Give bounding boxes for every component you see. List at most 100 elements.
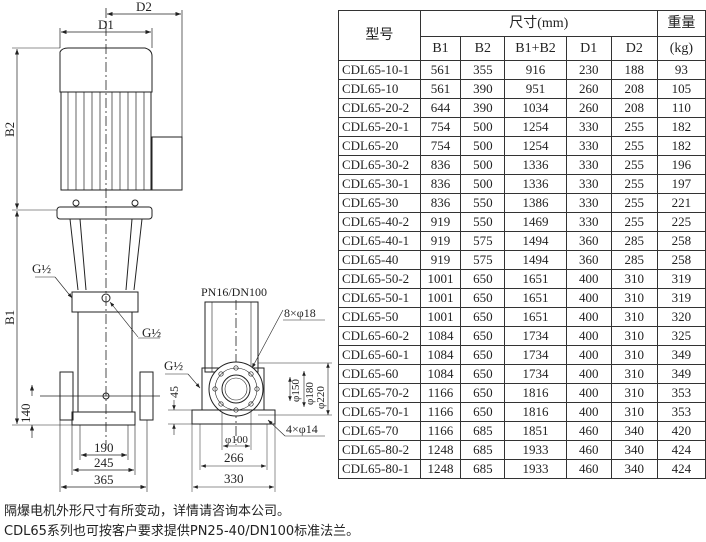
phi100-label: φ100 xyxy=(225,434,248,446)
side-view: PN16/DN100 8×φ18 φ150 φ180 φ220 G½ 45 4×… xyxy=(164,285,332,492)
cell-weight: 320 xyxy=(656,307,706,327)
cell-d1: 400 xyxy=(565,383,612,403)
dim-190-label: 190 xyxy=(94,440,114,455)
cell-b1-b2: 1469 xyxy=(504,212,567,232)
cell-d2: 285 xyxy=(610,250,658,270)
bolt-holes-label: 8×φ18 xyxy=(284,306,316,320)
col-header-b2: B2 xyxy=(460,36,506,61)
cell-b1-b2: 1933 xyxy=(504,459,567,479)
dim-266-label: 266 xyxy=(224,450,244,465)
cell-weight: 93 xyxy=(656,60,706,80)
g-side-label: G½ xyxy=(164,358,183,373)
dim-330-label: 330 xyxy=(224,471,244,486)
cell-b1-b2: 1386 xyxy=(504,193,567,213)
cell-weight: 319 xyxy=(656,269,706,289)
cell-b1: 561 xyxy=(419,79,462,99)
side-base xyxy=(191,409,276,425)
cell-d1: 330 xyxy=(565,117,612,137)
cell-d2: 340 xyxy=(610,459,658,479)
cell-b2: 355 xyxy=(460,60,506,80)
dim-45-label: 45 xyxy=(167,386,181,398)
cell-b1-b2: 1494 xyxy=(504,231,567,251)
cell-d2: 310 xyxy=(610,364,658,384)
cell-weight: 420 xyxy=(656,421,706,441)
bolt-right xyxy=(131,199,139,207)
cell-d1: 460 xyxy=(565,459,612,479)
cell-weight: 258 xyxy=(656,231,706,251)
pump-column xyxy=(77,311,133,413)
cell-b2: 500 xyxy=(460,117,506,137)
dim-245-label: 245 xyxy=(94,455,114,470)
cell-b2: 575 xyxy=(460,250,506,270)
cell-b1: 1084 xyxy=(419,326,462,346)
cell-weight: 197 xyxy=(656,174,706,194)
cell-b1: 836 xyxy=(419,193,462,213)
cell-b1-b2: 1494 xyxy=(504,250,567,270)
cell-b1: 644 xyxy=(419,98,462,118)
cell-d1: 330 xyxy=(565,174,612,194)
g-top-label: G½ xyxy=(32,261,51,276)
cell-b2: 650 xyxy=(460,307,506,327)
cell-weight: 182 xyxy=(656,117,706,137)
d1-label: D1 xyxy=(98,17,114,32)
cell-d1: 400 xyxy=(565,345,612,365)
col-header-b1-b2: B1+B2 xyxy=(504,36,567,61)
drain-plug xyxy=(102,392,110,400)
cell-b1: 1248 xyxy=(419,459,462,479)
motor-cap xyxy=(59,47,153,93)
weight-header: 重量 xyxy=(656,9,706,38)
cell-d1: 400 xyxy=(565,288,612,308)
motor-body xyxy=(60,91,152,191)
cell-model: CDL65-60-1 xyxy=(338,345,421,365)
cell-d2: 310 xyxy=(610,269,658,289)
cell-model: CDL65-70-2 xyxy=(338,383,421,403)
cell-b1: 1248 xyxy=(419,440,462,460)
weight-unit: (kg) xyxy=(656,36,706,61)
cell-model: CDL65-80-2 xyxy=(338,440,421,460)
cell-b2: 500 xyxy=(460,155,506,175)
cell-d1: 260 xyxy=(565,98,612,118)
cell-model: CDL65-40 xyxy=(338,250,421,270)
cell-b1: 1001 xyxy=(419,269,462,289)
cell-d2: 255 xyxy=(610,155,658,175)
cell-d2: 310 xyxy=(610,307,658,327)
cell-weight: 325 xyxy=(656,326,706,346)
cell-d1: 330 xyxy=(565,155,612,175)
cell-d2: 255 xyxy=(610,136,658,156)
front-view: D2 D1 B2 B1 140 G½ G½ 190 245 365 xyxy=(2,0,183,492)
cell-d1: 400 xyxy=(565,326,612,346)
cell-b2: 550 xyxy=(460,193,506,213)
cell-b1: 1084 xyxy=(419,345,462,365)
dimension-header: 尺寸(mm) xyxy=(419,9,658,38)
cell-weight: 424 xyxy=(656,459,706,479)
cell-b2: 685 xyxy=(460,440,506,460)
cell-b1-b2: 1034 xyxy=(504,98,567,118)
cell-b1-b2: 1816 xyxy=(504,402,567,422)
cell-model: CDL65-10 xyxy=(338,79,421,99)
cell-weight: 196 xyxy=(656,155,706,175)
cell-d1: 230 xyxy=(565,60,612,80)
side-column xyxy=(204,301,259,373)
cell-model: CDL65-50 xyxy=(338,307,421,327)
cell-model: CDL65-10-1 xyxy=(338,60,421,80)
note-2: CDL65系列也可按客户要求提供PN25-40/DN100标准法兰。 xyxy=(4,524,360,539)
g-mid-label: G½ xyxy=(142,325,161,340)
cell-b1: 1001 xyxy=(419,288,462,308)
cell-b2: 550 xyxy=(460,212,506,232)
cell-b2: 650 xyxy=(460,345,506,365)
phi150-label: φ150 xyxy=(290,379,302,402)
cell-b1-b2: 1851 xyxy=(504,421,567,441)
cell-b1-b2: 1651 xyxy=(504,288,567,308)
base-holes-label: 4×φ14 xyxy=(286,422,318,436)
cell-b1: 1001 xyxy=(419,307,462,327)
cell-b1: 836 xyxy=(419,155,462,175)
